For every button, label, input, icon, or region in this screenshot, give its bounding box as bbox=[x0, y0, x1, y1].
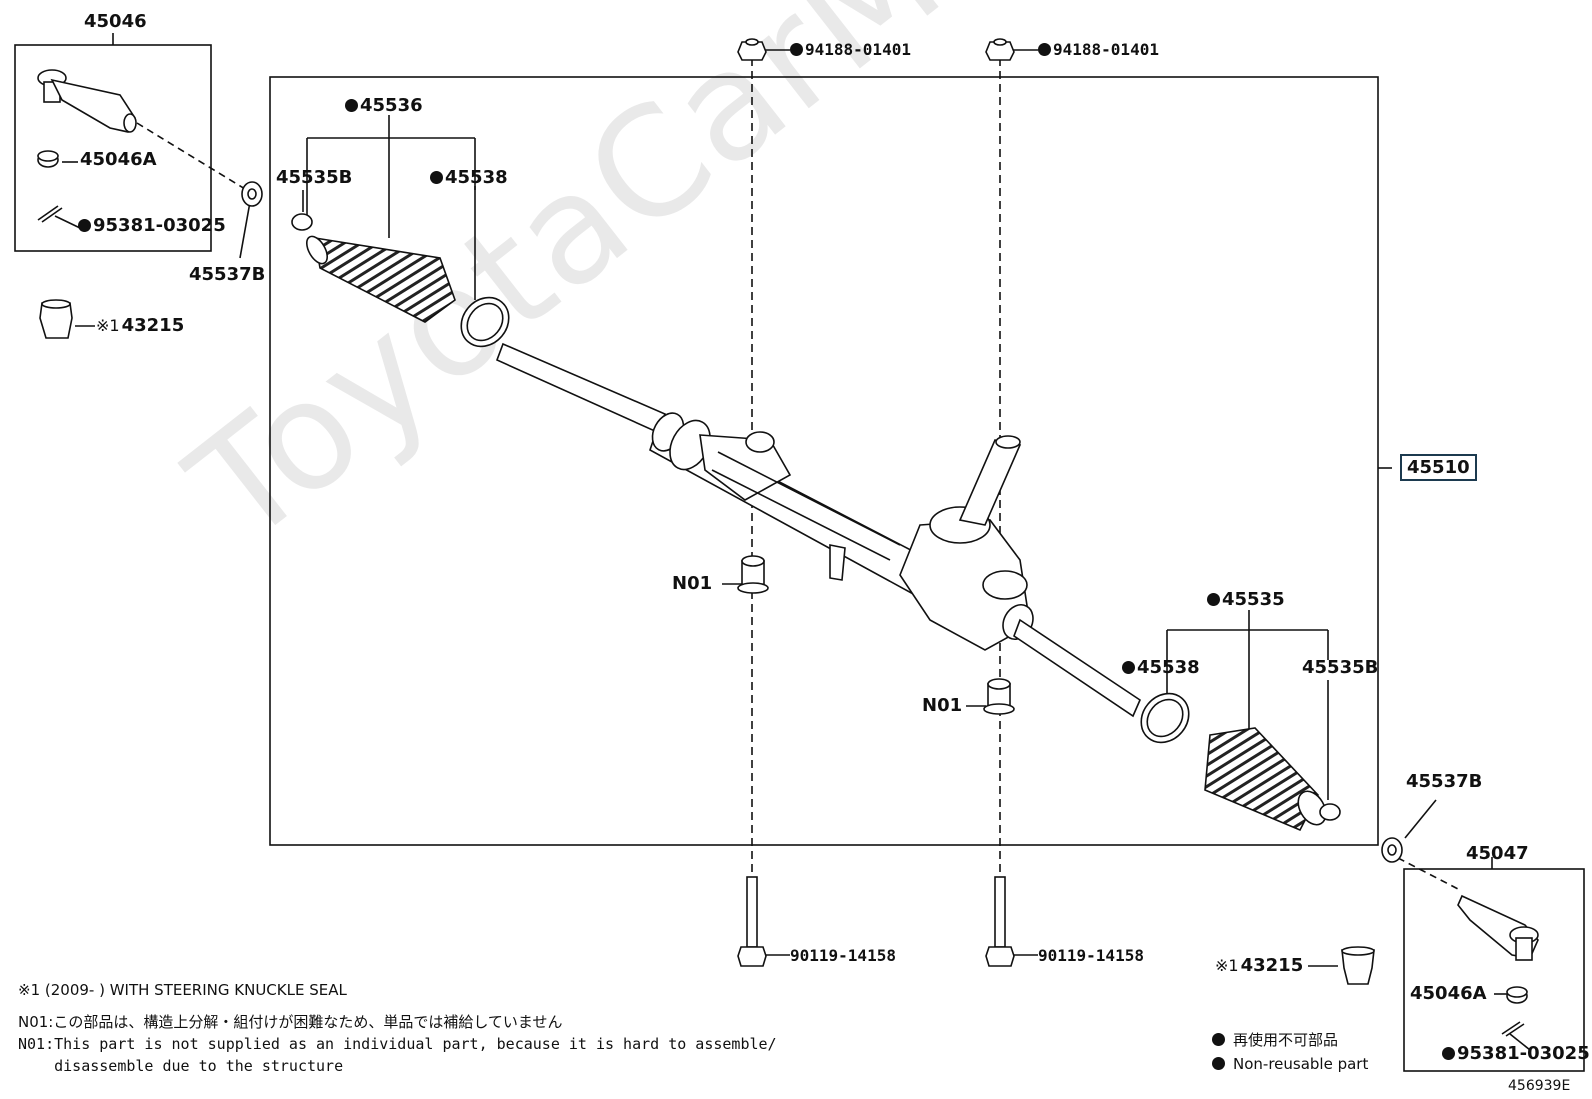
label-90119-left: 90119-14158 bbox=[790, 946, 896, 965]
label-45535b-rh: 45535B bbox=[1302, 657, 1379, 678]
note-n01-en-2: disassemble due to the structure bbox=[18, 1057, 344, 1075]
label-45537b-rh: 45537B bbox=[1406, 771, 1483, 792]
cotter-pin-rh bbox=[1501, 1021, 1525, 1037]
pinion-shaft bbox=[958, 439, 1022, 526]
label-94188-right: 94188-01401 bbox=[1038, 40, 1159, 60]
castle-nut-lh bbox=[37, 150, 59, 168]
non-reusable-dot bbox=[78, 219, 91, 232]
tie-rod-end-rh bbox=[1457, 894, 1539, 961]
flange-nut-right bbox=[985, 38, 1015, 61]
label-45538-rh: 45538 bbox=[1122, 658, 1200, 678]
label-n01-right: N01 bbox=[922, 695, 963, 716]
bolt-right bbox=[985, 876, 1015, 967]
inner-tie-rod-lh bbox=[495, 342, 667, 434]
tie-rod-end-lh bbox=[37, 69, 137, 133]
label-90119-right: 90119-14158 bbox=[1038, 946, 1144, 965]
tie-rod-end-rh-box bbox=[1403, 868, 1585, 1072]
legend-en: Non-reusable part bbox=[1212, 1054, 1368, 1074]
cotter-pin-lh bbox=[37, 205, 63, 223]
label-45537b-lh: 45537B bbox=[189, 264, 266, 285]
boot-lh bbox=[305, 235, 456, 323]
boot-clip-rh bbox=[1319, 803, 1341, 821]
label-45046: 45046 bbox=[84, 11, 147, 32]
label-45046a-lh: 45046A bbox=[80, 149, 157, 170]
label-n01-left: N01 bbox=[672, 573, 713, 594]
label-45046a-rh: 45046A bbox=[1410, 983, 1487, 1004]
bolt-left bbox=[737, 876, 767, 967]
knuckle-seal-rh bbox=[1341, 946, 1375, 985]
lock-nut-lh bbox=[241, 181, 263, 207]
knuckle-seal-lh bbox=[39, 299, 73, 339]
inner-tie-rod-rh bbox=[1013, 618, 1142, 718]
label-45535: 45535 bbox=[1207, 590, 1285, 610]
diagram-id: 456939E bbox=[1508, 1078, 1571, 1094]
note-steering-knuckle-seal: ※1 (2009- ) WITH STEERING KNUCKLE SEAL bbox=[18, 981, 347, 999]
rack-assembly-frame bbox=[269, 76, 1379, 846]
label-94188-left: 94188-01401 bbox=[790, 40, 911, 60]
castle-nut-rh bbox=[1506, 986, 1528, 1004]
note-n01-ja: N01:この部品は、構造上分解・組付けが困難なため、単品では補給していません bbox=[18, 1013, 563, 1031]
label-95381-rh: 95381-03025 bbox=[1442, 1044, 1590, 1064]
lock-nut-rh bbox=[1381, 837, 1403, 863]
label-45510: 45510 bbox=[1400, 454, 1477, 481]
label-45538-lh: 45538 bbox=[430, 168, 508, 188]
bushing-n01-right bbox=[983, 678, 1015, 715]
note-n01-en-1: N01:This part is not supplied as an indi… bbox=[18, 1035, 777, 1053]
label-95381-lh: 95381-03025 bbox=[78, 216, 226, 236]
legend-ja: 再使用不可部品 bbox=[1212, 1030, 1338, 1050]
boot-clip-lh bbox=[291, 213, 313, 231]
label-45535b-lh: 45535B bbox=[276, 167, 353, 188]
bushing-n01-left bbox=[737, 555, 769, 594]
label-45047: 45047 bbox=[1466, 843, 1529, 864]
label-45536: 45536 bbox=[345, 96, 423, 116]
flange-nut-left bbox=[737, 38, 767, 61]
boot-rh bbox=[1204, 727, 1327, 832]
